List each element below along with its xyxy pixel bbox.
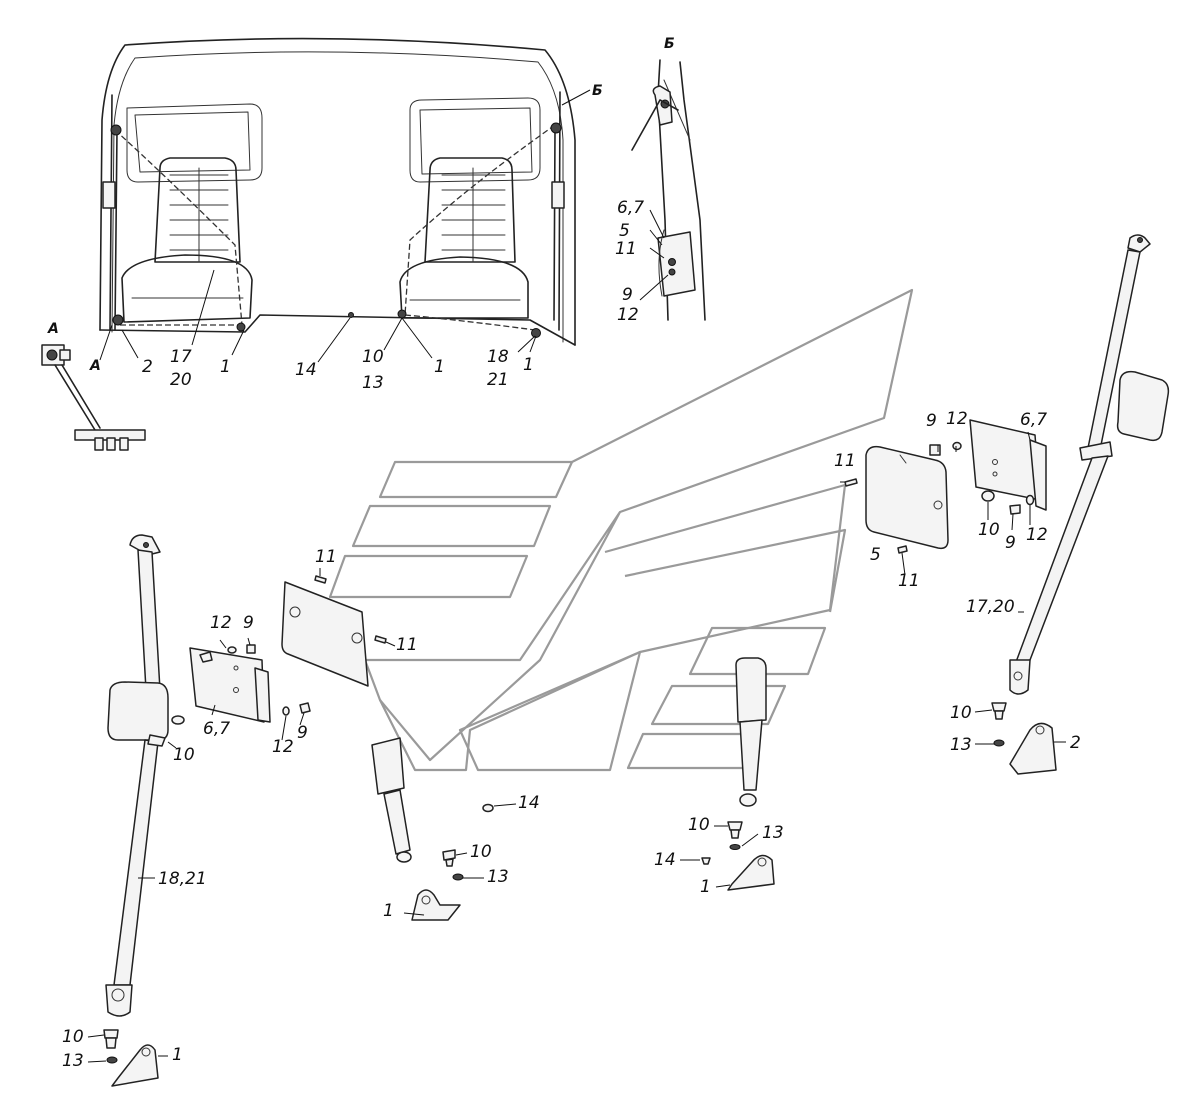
right-seat: [399, 97, 541, 319]
callout: 14: [654, 850, 676, 870]
callout: 1: [700, 877, 711, 897]
callout: 9: [622, 285, 633, 305]
callout: 1: [220, 357, 231, 377]
callout: 11: [898, 571, 920, 591]
callout: 11: [834, 451, 856, 471]
callout: 10: [688, 815, 710, 835]
cab-interior-view: [99, 37, 591, 363]
right-belt-assembly: [844, 234, 1170, 775]
callout: 10: [470, 842, 492, 862]
callout: 13: [487, 867, 509, 887]
callout: 14: [518, 793, 540, 813]
callout: 5: [870, 545, 881, 565]
callout: 17,20: [966, 597, 1015, 617]
callout: 13: [762, 823, 784, 843]
left-seat: [121, 103, 263, 323]
callout: 6,7: [1020, 410, 1047, 430]
view-b-marker: Б: [592, 83, 603, 99]
callout: 1: [172, 1045, 183, 1065]
callout: 14: [295, 360, 317, 380]
callout: 9: [243, 613, 254, 633]
callout: 2: [1070, 733, 1081, 753]
callout: 12: [1026, 525, 1048, 545]
callout: 20: [170, 370, 192, 390]
callout: 17: [170, 347, 192, 367]
callout: 6,7: [203, 719, 230, 739]
view-b-detail: [631, 59, 706, 321]
callout: 6,7: [617, 198, 644, 218]
callout: 1: [434, 357, 445, 377]
callout: 9: [297, 723, 308, 743]
callout: 5: [619, 221, 630, 241]
callout: 13: [62, 1051, 84, 1071]
view-a-marker: A: [89, 358, 101, 374]
callout-leaders: [87, 431, 1066, 1063]
background-panels: [328, 288, 914, 772]
callout: 1: [523, 355, 534, 375]
callout: 12: [617, 305, 639, 325]
callout: 21: [487, 370, 509, 390]
callout: 9: [926, 411, 937, 431]
callout: 2: [142, 357, 153, 377]
view-a-label: A: [47, 321, 59, 337]
callout: 10: [978, 520, 1000, 540]
view-b-label: Б: [664, 36, 675, 52]
callout: 18,21: [158, 869, 207, 889]
callout: 12: [946, 409, 968, 429]
callout: 10: [950, 703, 972, 723]
callout: 18: [487, 347, 509, 367]
callout: 10: [62, 1027, 84, 1047]
callout: 11: [615, 239, 637, 259]
callout: 10: [362, 347, 384, 367]
callout: 11: [315, 547, 337, 567]
callout: 9: [1005, 533, 1016, 553]
callout: 10: [173, 745, 195, 765]
callout-labels: A A Б Б 2 17 20 1 14 10 13 1 18 21 1 6,7…: [47, 36, 1081, 1071]
view-a-detail: [41, 344, 146, 451]
callout: 11: [396, 635, 418, 655]
callout: 1: [383, 901, 394, 921]
callout: 13: [950, 735, 972, 755]
callout: 12: [272, 737, 294, 757]
callout: 12: [210, 613, 232, 633]
middle-buckle-assembly: [371, 737, 494, 921]
left-belt-assembly: [103, 534, 387, 1087]
center-buckle-assembly: [701, 657, 775, 891]
callout: 13: [362, 373, 384, 393]
